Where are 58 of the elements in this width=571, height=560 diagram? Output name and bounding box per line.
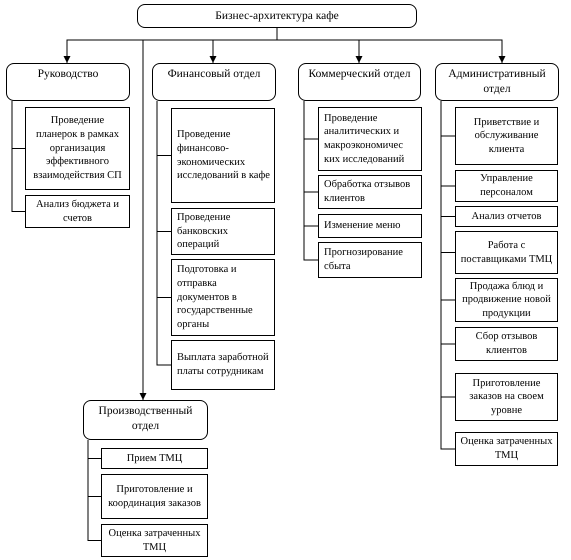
- task-box: [455, 327, 558, 361]
- task-box: [101, 474, 208, 519]
- task-box: [455, 231, 558, 274]
- task-box: [171, 259, 275, 336]
- task-box: [318, 175, 422, 209]
- box-text: Приготовление заказов на своем уровне: [468, 376, 545, 418]
- task-box: [455, 373, 558, 421]
- box-text: Коммерческий отдел: [308, 67, 410, 82]
- title-box: [137, 4, 417, 28]
- box-text: Производственный отдел: [98, 404, 194, 434]
- task-box: [318, 242, 422, 278]
- connector-line: [304, 100, 318, 260]
- box-text: Бизнес-архитектура кафе: [215, 8, 339, 24]
- connector-line: [88, 440, 102, 541]
- task-box: [455, 170, 558, 202]
- task-box: [455, 432, 558, 466]
- box-text: Анализ отчетов: [472, 210, 542, 224]
- department-box: [6, 63, 130, 101]
- task-box: [101, 524, 208, 557]
- box-text: Работа с поставщиками ТМЦ: [460, 238, 554, 266]
- box-text: Проведение банковских операций: [177, 211, 232, 252]
- department-box: [435, 63, 559, 101]
- box-text: Проведение финансово-экономических исследований в кафе: [177, 128, 271, 183]
- task-box: [455, 206, 558, 227]
- box-text: Подготовка и отправка документов в государственные органы: [177, 263, 254, 332]
- task-box: [171, 108, 275, 203]
- department-box: [298, 63, 421, 101]
- task-box: [455, 278, 558, 322]
- box-text: Приготовление и координация заказов: [107, 482, 202, 510]
- box-text: Продажа блюд и продвижение новой продукции: [461, 280, 552, 320]
- box-text: Административный отдел: [447, 67, 547, 97]
- task-box: [318, 107, 422, 171]
- box-text: Оценка затраченных ТМЦ: [460, 435, 554, 463]
- box-text: Управление персоналом: [479, 172, 534, 200]
- connector-line: [12, 100, 26, 212]
- task-box: [171, 340, 275, 390]
- task-box: [25, 107, 130, 190]
- box-text: Изменение меню: [324, 219, 400, 233]
- box-text: Прием ТМЦ: [126, 452, 182, 466]
- box-text: Проведение планерок в рамках организация эффективного взаимодействия СП: [32, 114, 123, 183]
- box-text: Приветствие и обслуживание клиента: [472, 116, 540, 156]
- task-box: [318, 214, 422, 238]
- task-box: [25, 195, 130, 228]
- department-box: [83, 400, 208, 440]
- department-box: [152, 63, 276, 101]
- box-text: Прогнозирование сбыта: [324, 246, 404, 274]
- box-text: Обработка отзывов клиентов: [324, 178, 412, 206]
- box-text: Сбор отзывов клиентов: [474, 330, 538, 358]
- box-text: Выплата заработной платы сотрудникам: [177, 351, 270, 379]
- box-text: Финансовый отдел: [168, 67, 260, 82]
- task-box: [455, 107, 558, 165]
- box-text: Руководство: [38, 67, 98, 82]
- box-text: Оценка затраченных ТМЦ: [108, 526, 202, 554]
- task-box: [171, 208, 275, 255]
- task-box: [101, 448, 208, 469]
- box-text: Анализ бюджета и счетов: [35, 198, 120, 226]
- box-text: Проведение аналитических и макроэкономичес ких исследований: [324, 112, 406, 166]
- connector-line: [156, 100, 172, 366]
